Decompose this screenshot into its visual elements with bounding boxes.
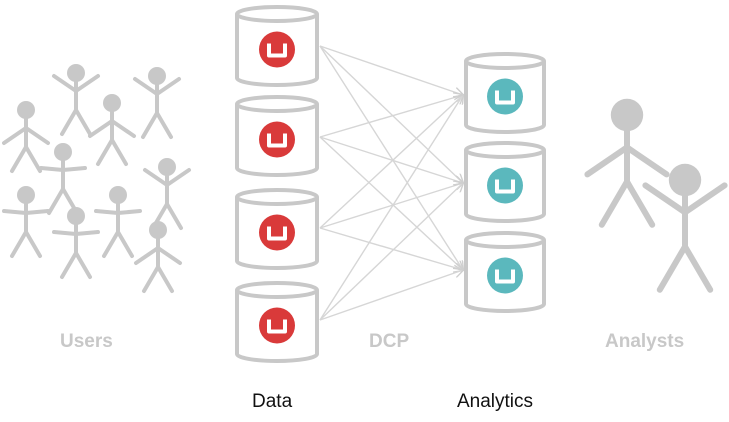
couchbase-logo-icon xyxy=(487,78,523,115)
couchbase-logo-icon xyxy=(259,31,295,68)
connection-data3-analytics1 xyxy=(319,95,463,229)
data-node-3 xyxy=(235,188,319,270)
analytics-node-3 xyxy=(464,231,546,313)
connection-data4-analytics3 xyxy=(319,270,463,321)
data-nodes xyxy=(235,5,319,363)
data-label: Data xyxy=(252,391,293,412)
analytics-node-1 xyxy=(464,52,546,134)
analysts-group xyxy=(584,98,728,293)
user-figure-10 xyxy=(134,221,182,293)
connection-data1-analytics2 xyxy=(319,45,463,183)
analyst-figure-2 xyxy=(642,163,728,293)
user-figure-3 xyxy=(88,94,136,166)
connection-data4-analytics1 xyxy=(319,95,463,321)
couchbase-logo-icon xyxy=(259,307,295,344)
user-figure-8 xyxy=(94,186,142,258)
users-group xyxy=(2,64,191,293)
analysts-label: Analysts xyxy=(605,331,685,352)
couchbase-logo-icon xyxy=(487,257,523,294)
user-figure-4 xyxy=(133,67,181,139)
connection-data4-analytics2 xyxy=(319,183,463,321)
data-node-4 xyxy=(235,281,319,363)
couchbase-logo-icon xyxy=(487,167,523,204)
data-node-2 xyxy=(235,95,319,177)
connection-data2-analytics3 xyxy=(319,136,463,270)
user-figure-2 xyxy=(52,64,100,136)
connection-data2-analytics2 xyxy=(319,136,463,183)
analytics-nodes xyxy=(464,52,546,313)
user-figure-7 xyxy=(143,158,191,230)
analytics-node-2 xyxy=(464,141,546,223)
analytics-label: Analytics xyxy=(457,391,534,412)
user-figure-9 xyxy=(52,207,100,279)
connection-data1-analytics1 xyxy=(319,45,463,95)
couchbase-logo-icon xyxy=(259,121,295,158)
user-figure-5 xyxy=(39,143,87,215)
user-figure-1 xyxy=(2,101,50,173)
data-node-1 xyxy=(235,5,319,87)
analyst-figure-1 xyxy=(584,98,670,228)
connection-data1-analytics3 xyxy=(319,45,463,270)
connection-data3-analytics2 xyxy=(319,183,463,229)
dcp-connections xyxy=(319,45,463,321)
users-label: Users xyxy=(60,331,113,352)
dcp-label: DCP xyxy=(369,331,410,352)
connection-data3-analytics3 xyxy=(319,227,463,270)
couchbase-logo-icon xyxy=(259,214,295,251)
user-figure-6 xyxy=(2,186,50,258)
connection-data2-analytics1 xyxy=(319,95,463,138)
